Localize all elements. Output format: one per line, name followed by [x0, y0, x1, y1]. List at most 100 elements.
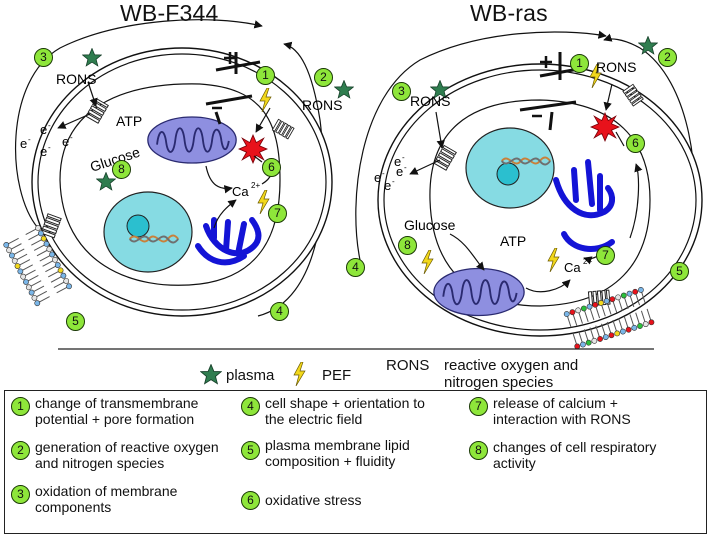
legend-star-icon: [200, 364, 222, 385]
title-left: WB-F344: [120, 0, 219, 26]
svg-text:-: -: [392, 177, 395, 186]
right-cell-membrane: [377, 63, 703, 337]
right-cell: [355, 30, 703, 337]
badge-left-1: 1: [256, 66, 275, 85]
right-glucose-arrow: [449, 233, 485, 271]
left-er-to-ca: [213, 199, 237, 229]
badge-left-3: 3: [34, 48, 53, 67]
svg-text:-: -: [48, 121, 51, 130]
key-item-7: release of calcium +interaction with RON…: [493, 395, 631, 427]
key-badge-1: 1: [11, 397, 30, 416]
badge-right-5: 5: [670, 262, 689, 281]
svg-text:e: e: [40, 122, 47, 137]
right-lipid-bilayer: [563, 287, 655, 350]
left-nucleolus: [126, 214, 150, 238]
badge-right-4: 4: [346, 258, 365, 277]
right-rons-label: RONS: [410, 93, 450, 109]
right-electron-arrow: [409, 159, 441, 175]
right-rons-arrow: [435, 111, 445, 149]
left-lipid-bilayer: [3, 225, 72, 307]
right-ca-sup: 2+: [583, 257, 592, 266]
right-rons-label-2: RONS: [596, 59, 636, 75]
left-rons-label: RONS: [56, 71, 96, 87]
badge-right-7: 7: [596, 246, 615, 265]
left-ca-sup: 2+: [251, 181, 260, 190]
key-badge-7: 7: [469, 397, 488, 416]
left-mitochondrion: [146, 115, 238, 165]
left-nuclear-envelope: [59, 83, 281, 286]
key-item-6: oxidative stress: [265, 492, 362, 508]
left-mito-to-ca: [205, 165, 233, 194]
left-star-3: [82, 48, 102, 67]
badge-left-5: 5: [66, 312, 85, 331]
key-badge-6: 6: [241, 491, 260, 510]
legend-rons-abbr: RONS: [386, 357, 430, 374]
legend-plasma-label: plasma: [226, 367, 275, 384]
badge-right-6: 6: [626, 134, 645, 153]
svg-text:-: -: [28, 135, 31, 144]
left-outer-field-line: [15, 19, 263, 229]
legend-pef-label: PEF: [322, 367, 352, 384]
left-star-2: [334, 80, 354, 99]
legend-bolt-icon: [293, 362, 306, 386]
right-ca-label: Ca: [564, 260, 581, 275]
svg-text:-: -: [70, 133, 73, 142]
right-star-2: [638, 36, 658, 55]
right-rons-to-burst: [603, 83, 613, 111]
badge-left-7: 7: [268, 204, 287, 223]
left-burst-to-6: [253, 155, 263, 163]
svg-text:e: e: [374, 170, 381, 185]
svg-text:e: e: [396, 164, 403, 179]
right-burst-to-6: [615, 131, 625, 147]
left-cell: [15, 19, 354, 317]
left-electrodes: [205, 52, 261, 125]
svg-text:-: -: [48, 143, 51, 152]
right-outer-field-line: [355, 30, 607, 261]
svg-text:-: -: [402, 153, 405, 162]
left-er: [195, 217, 262, 266]
right-electrons: e- e- e- e-: [374, 153, 407, 193]
left-rons-label-2: RONS: [302, 97, 342, 113]
left-rons-arrow: [87, 81, 98, 107]
right-nucleolus: [496, 162, 520, 186]
right-glucose-label: Glucose: [404, 217, 456, 233]
left-atp-label: ATP: [116, 113, 142, 129]
right-cell-inner-membrane: [383, 69, 697, 331]
right-burst: [590, 112, 620, 142]
left-rons-to-burst: [255, 107, 271, 133]
left-nucleus-body: [103, 191, 193, 273]
right-mitochondrion: [432, 267, 526, 317]
badge-right-3: 3: [392, 82, 411, 101]
svg-text:e: e: [384, 178, 391, 193]
svg-text:e: e: [40, 144, 47, 159]
badge-left-6: 6: [262, 158, 281, 177]
badge-right-1: 1: [570, 54, 589, 73]
badge-left-2: 2: [314, 68, 333, 87]
badge-right-2: 2: [658, 48, 677, 67]
svg-text:-: -: [382, 169, 385, 178]
svg-text:e: e: [62, 134, 69, 149]
right-atp-label: ATP: [500, 233, 526, 249]
left-ca-label: Ca: [232, 184, 249, 199]
left-cell-membrane: [31, 47, 333, 317]
title-right: WB-ras: [470, 0, 548, 26]
legend-rons-desc-1: reactive oxygen and: [444, 357, 579, 374]
left-electrons: e- e- e- e-: [20, 121, 73, 159]
badge-right-8: 8: [398, 236, 417, 255]
left-burst: [238, 134, 268, 164]
right-mito-to-ca: [525, 279, 571, 293]
legend-rons-desc-2: nitrogen species: [444, 374, 554, 391]
key-badge-2: 2: [11, 441, 30, 460]
key-badge-8: 8: [469, 441, 488, 460]
badge-left-8: 8: [112, 160, 131, 179]
key-badge-4: 4: [241, 397, 260, 416]
left-electron-arrow: [57, 113, 91, 129]
right-ca-to-6: [629, 163, 643, 239]
key-badge-5: 5: [241, 441, 260, 460]
